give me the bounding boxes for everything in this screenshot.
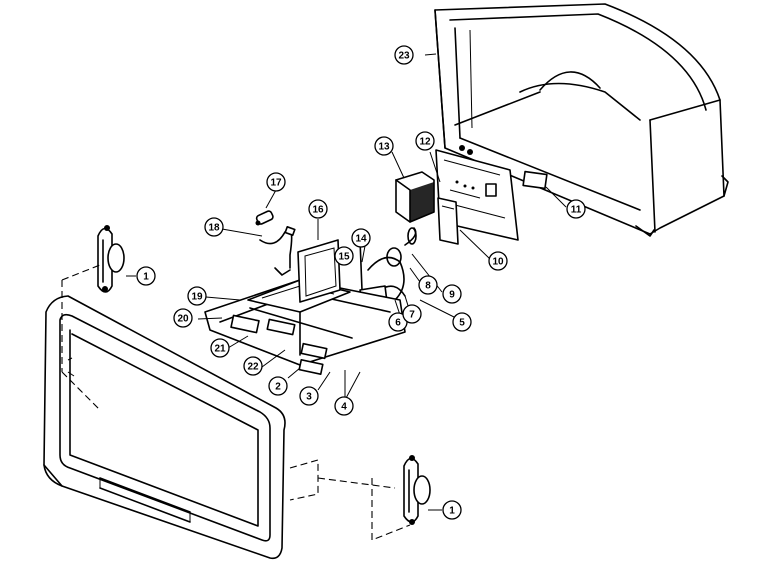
svg-text:16: 16 [312, 205, 324, 216]
callout-9: 9 [442, 284, 462, 304]
callout-21: 21 [210, 338, 230, 358]
svg-text:19: 19 [191, 292, 203, 303]
callout-5: 5 [452, 312, 472, 332]
speaker-right-1 [403, 455, 431, 525]
callout-2: 2 [268, 376, 288, 396]
svg-text:23: 23 [398, 51, 410, 62]
callout-4: 4 [334, 396, 354, 416]
callout-14: 14 [351, 228, 371, 248]
svg-text:15: 15 [338, 252, 350, 263]
callout-22: 22 [243, 356, 263, 376]
callout-12: 12 [415, 131, 435, 151]
svg-text:2: 2 [275, 382, 281, 393]
callout-11: 11 [566, 199, 586, 219]
svg-text:10: 10 [492, 257, 504, 268]
svg-text:3: 3 [306, 392, 312, 403]
card-16 [297, 239, 341, 303]
svg-text:22: 22 [247, 362, 259, 373]
svg-text:4: 4 [341, 402, 347, 413]
front-cabinet [43, 295, 286, 560]
callout-20: 20 [173, 308, 193, 328]
svg-text:5: 5 [459, 318, 465, 329]
wire-18 [259, 226, 296, 276]
svg-text:14: 14 [355, 234, 367, 245]
callout-16: 16 [308, 199, 328, 219]
rear-cabinet-23 [434, 3, 729, 237]
callout-8: 8 [418, 275, 438, 295]
svg-text:12: 12 [419, 137, 431, 148]
svg-text:1: 1 [449, 506, 455, 517]
callout-7: 7 [402, 304, 422, 324]
sub-board-10 [437, 197, 459, 245]
callout-1-right: 1 [442, 500, 462, 520]
callout-19: 19 [187, 286, 207, 306]
shield-box-13 [395, 171, 435, 223]
svg-text:13: 13 [378, 142, 390, 153]
svg-text:11: 11 [571, 205, 582, 216]
svg-text:20: 20 [177, 314, 189, 325]
speaker-left-1 [97, 225, 125, 293]
callout-23: 23 [394, 45, 414, 65]
assembly-guides [61, 264, 411, 541]
callout-3: 3 [299, 386, 319, 406]
leader-lines [126, 53, 567, 511]
svg-text:17: 17 [270, 178, 282, 189]
callout-18: 18 [204, 217, 224, 237]
svg-text:7: 7 [409, 310, 415, 321]
svg-text:9: 9 [449, 290, 455, 301]
connector-17 [255, 210, 274, 226]
callout-17: 17 [266, 172, 286, 192]
svg-text:18: 18 [208, 223, 220, 234]
svg-text:6: 6 [395, 318, 401, 329]
callout-15: 15 [334, 246, 354, 266]
svg-text:1: 1 [143, 272, 149, 283]
callout-13: 13 [374, 136, 394, 156]
callout-1-left: 1 [136, 266, 156, 286]
svg-text:21: 21 [214, 344, 226, 355]
svg-text:8: 8 [425, 281, 431, 292]
callout-10: 10 [488, 251, 508, 271]
